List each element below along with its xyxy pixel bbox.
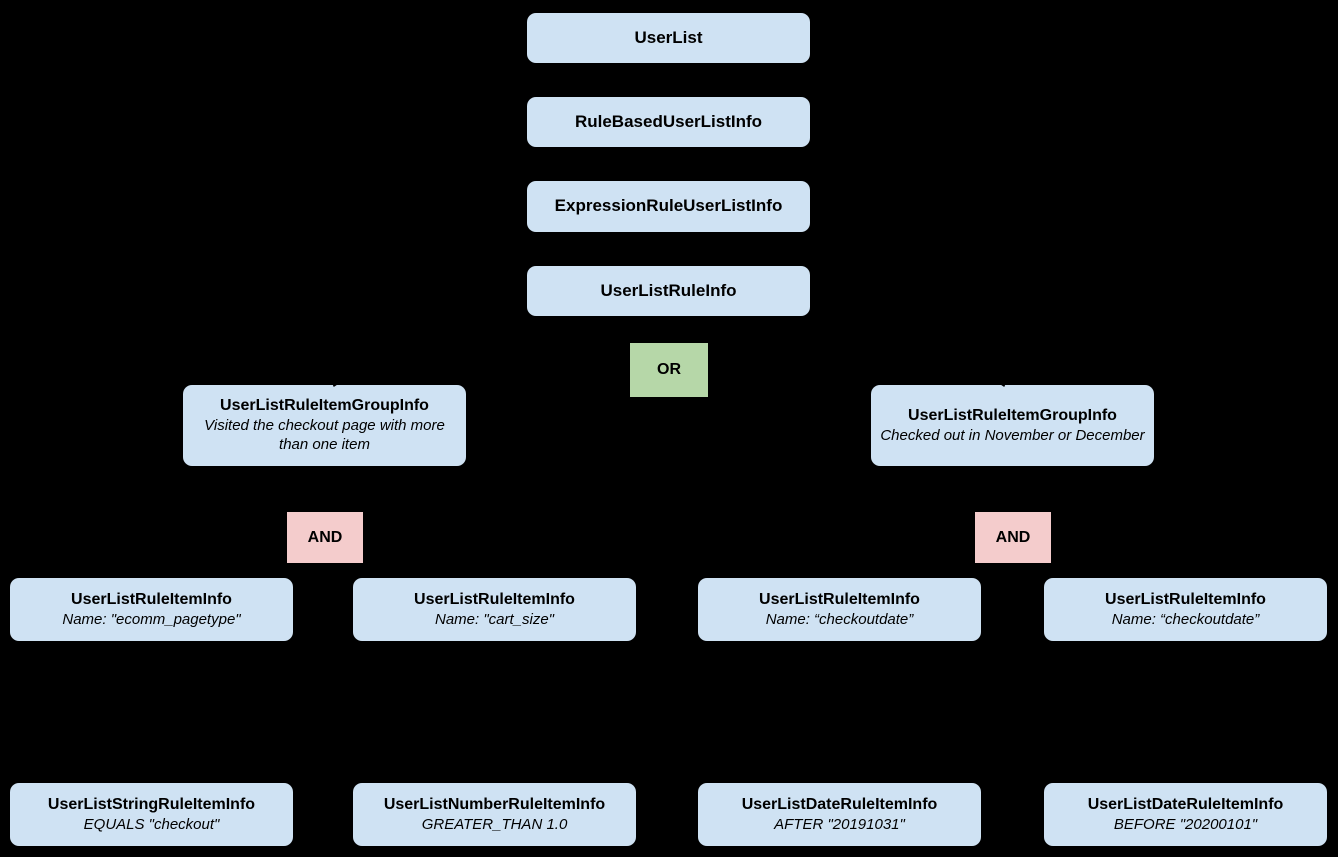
node-description: Checked out in November or December (880, 426, 1145, 444)
node-title: ExpressionRuleUserListInfo (554, 196, 783, 216)
node-description: GREATER_THAN 1.0 (421, 815, 568, 833)
node-title: UserListRuleItemInfo (71, 590, 232, 608)
node-expressionruleuserlistinfo: ExpressionRuleUserListInfo (527, 181, 810, 232)
node-description: EQUALS "checkout" (83, 815, 220, 833)
node-ruleitem-cart-size: UserListRuleItemInfo Name: "cart_size" (353, 578, 636, 641)
and-operator-node-right: AND (975, 512, 1051, 563)
node-ruleitemgroup-left: UserListRuleItemGroupInfo Visited the ch… (183, 385, 466, 466)
node-dateruleitem-after: UserListDateRuleItemInfo AFTER "20191031… (698, 783, 981, 846)
and-operator-node-left: AND (287, 512, 363, 563)
node-title: UserListRuleItemGroupInfo (908, 406, 1117, 424)
node-ruleitem-ecomm-pagetype: UserListRuleItemInfo Name: "ecomm_pagety… (10, 578, 293, 641)
node-description: Name: "ecomm_pagetype" (62, 610, 241, 628)
node-title: UserListRuleItemGroupInfo (220, 397, 429, 415)
node-title: UserListDateRuleItemInfo (741, 795, 938, 813)
node-title: UserList (634, 27, 703, 47)
node-title: UserListRuleItemInfo (414, 590, 575, 608)
node-title: UserListNumberRuleItemInfo (383, 795, 606, 813)
node-title: RuleBasedUserListInfo (574, 111, 763, 131)
node-rulebaseduserlistinfo: RuleBasedUserListInfo (527, 97, 810, 147)
node-title: UserListStringRuleItemInfo (47, 795, 256, 813)
node-ruleitem-checkoutdate-1: UserListRuleItemInfo Name: “checkoutdate… (698, 578, 981, 641)
arrowhead-icon (329, 376, 348, 387)
node-title: UserListDateRuleItemInfo (1087, 795, 1284, 813)
node-stringruleitem-equals-checkout: UserListStringRuleItemInfo EQUALS "check… (10, 783, 293, 846)
arrowhead-icon (990, 376, 1009, 387)
node-dateruleitem-before: UserListDateRuleItemInfo BEFORE "2020010… (1044, 783, 1327, 846)
node-ruleitem-checkoutdate-2: UserListRuleItemInfo Name: “checkoutdate… (1044, 578, 1327, 641)
node-title: UserListRuleInfo (600, 280, 737, 300)
node-description: AFTER "20191031" (774, 815, 905, 833)
node-description: Visited the checkout page with more than… (204, 417, 445, 453)
node-description: Name: “checkoutdate” (765, 610, 914, 628)
node-userlist: UserList (527, 13, 810, 63)
node-description: BEFORE "20200101" (1113, 815, 1258, 833)
node-numberruleitem-greater-than: UserListNumberRuleItemInfo GREATER_THAN … (353, 783, 636, 846)
or-operator-node: OR (630, 343, 708, 397)
node-title: UserListRuleItemInfo (1105, 590, 1266, 608)
node-description: Name: "cart_size" (434, 610, 555, 628)
node-userlistruleinfo: UserListRuleInfo (527, 266, 810, 316)
node-description: Name: “checkoutdate” (1111, 610, 1260, 628)
node-ruleitemgroup-right: UserListRuleItemGroupInfo Checked out in… (871, 385, 1154, 466)
node-title: UserListRuleItemInfo (759, 590, 920, 608)
